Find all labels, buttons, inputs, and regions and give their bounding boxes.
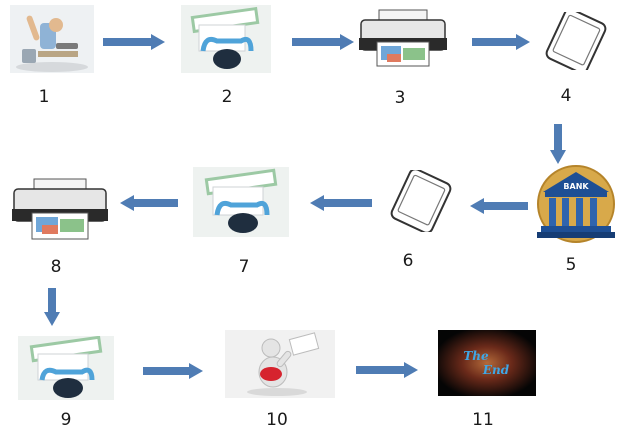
step-3-printer-icon: [357, 8, 449, 72]
step-3-label: 3: [394, 88, 406, 108]
step-6-label: 6: [402, 251, 414, 271]
arrow-10-to-11: [356, 362, 418, 378]
arrow-1-to-2: [103, 34, 165, 50]
step-6-tablet-icon: [385, 170, 459, 232]
step-9-label: 9: [60, 410, 72, 430]
the-end-text-line1: The: [463, 349, 489, 363]
step-10-figure-holding-paper-icon: [225, 330, 335, 398]
step-11-the-end-card-icon: The End: [438, 330, 536, 396]
the-end-text-line2: End: [482, 363, 510, 377]
step-9-person-at-desk-icon: [18, 336, 114, 400]
step-7-label: 7: [238, 257, 250, 277]
step-5-bank-icon: BANK: [533, 164, 619, 244]
step-10-label: 10: [266, 410, 288, 430]
step-1-label: 1: [38, 87, 50, 107]
arrow-8-to-9: [44, 288, 60, 326]
step-11-label: 11: [472, 410, 494, 430]
step-1-person-working-icon: [10, 5, 94, 73]
arrow-2-to-3: [292, 34, 354, 50]
step-2-person-at-desk-icon: [181, 5, 271, 73]
arrow-6-to-7: [310, 195, 372, 211]
step-5-label: 5: [565, 255, 577, 275]
step-8-printer-icon: [10, 177, 110, 243]
step-4-tablet-icon: [540, 12, 614, 70]
arrow-9-to-10: [143, 363, 203, 379]
step-4-label: 4: [560, 86, 572, 106]
arrow-4-to-5: [550, 124, 566, 164]
arrow-7-to-8: [120, 195, 178, 211]
step-8-label: 8: [50, 257, 62, 277]
bank-sign-text: BANK: [563, 182, 589, 191]
arrow-3-to-4: [472, 34, 530, 50]
arrow-5-to-6: [470, 198, 528, 214]
step-2-label: 2: [221, 87, 233, 107]
step-7-person-at-desk-icon: [193, 167, 289, 237]
